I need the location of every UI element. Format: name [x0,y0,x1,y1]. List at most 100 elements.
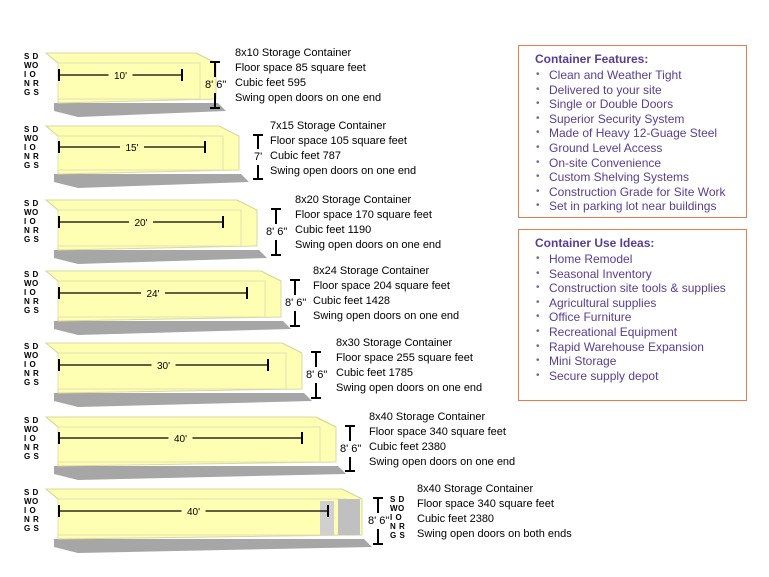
doors-label-line: WO [24,134,39,143]
container-spec-line: Floor space 204 square feet [313,280,450,292]
height-label: 7' [254,151,263,163]
use-ideas-item: Mini Storage [535,354,746,369]
doors-label-line: WO [24,425,39,434]
height-line [214,93,216,109]
doors-label-line: WO [24,497,39,506]
container-drawing: 30' [44,342,312,407]
use-ideas-item: Construction site tools & supplies [535,281,746,296]
container-floor [54,539,372,553]
length-label-bg [151,359,176,371]
container-spec-line: Swing open doors on one end [235,92,382,104]
container-edge [260,270,282,282]
doors-label-line: S D [24,199,39,208]
features-item: Single or Double Doors [535,97,746,112]
container-spec-line: Floor space 105 square feet [270,135,407,147]
doors-label-line: S D [24,416,39,425]
features-item: Clean and Weather Tight [535,68,746,83]
doors-label-line: S D [24,342,39,351]
container-drawing: 24' [44,270,291,335]
features-item: Made of Heavy 12-Guage Steel [535,126,746,141]
features-item: Construction Grade for Site Work [535,185,746,200]
height-line [349,456,351,472]
doors-label-line: G S [24,306,40,315]
height-line [257,165,259,180]
container-drawing: 10' [44,52,226,117]
features-item: On-site Convenience [535,156,746,171]
doors-label-line: N R [24,443,40,452]
doors-label-line: I O [24,143,37,152]
doors-label-line: I O [24,70,37,79]
container-title: 8x24 Storage Container [313,265,430,277]
container-edge [45,125,59,137]
height-line [294,279,296,295]
length-label-bg [141,287,165,299]
container-title: 8x40 Storage Container [369,411,486,423]
features-list: Clean and Weather TightDelivered to your… [535,68,746,214]
use-ideas-item: Home Remodel [535,252,746,267]
container-edge [281,342,303,354]
length-label: 40' [174,434,187,445]
container-floor [54,174,249,188]
container-spec-line: Swing open doors on both ends [417,528,572,540]
doors-label-line: N R [24,515,40,524]
container-spec-line: Cubic feet 2380 [369,441,447,453]
doors-label-line: WO [24,351,39,360]
container-edge [341,488,363,500]
use-ideas-item: Secure supply depot [535,369,746,384]
height-dimension: 8' 6" [285,279,307,327]
height-cap [253,178,263,180]
container-spec-line: Cubic feet 787 [270,150,341,162]
container-spec-line: Floor space 340 square feet [369,426,506,438]
features-title: Container Features: [535,52,649,66]
height-line [275,240,277,256]
length-label-bg [129,216,153,228]
container-floor [54,103,226,117]
doors-label-line: G S [24,378,40,387]
height-label: 8' 6" [285,297,307,309]
height-label: 8' 6" [340,442,362,455]
container-edge [45,270,59,282]
doors-label-line: I O [24,217,37,226]
height-label: 8' 6" [205,79,227,91]
doors-label-line: WO [24,208,39,217]
doors-label-line: I O [24,360,37,369]
container-drawing: 40' [44,416,346,480]
height-dimension: 8' 6" [266,208,288,256]
features-item: Custom Shelving Systems [535,170,746,185]
height-line [214,61,216,77]
doors-label-line: I O [24,434,37,443]
features-item: Set in parking lot near buildings [535,199,746,214]
length-label: 15' [125,143,138,154]
container-title: 8x10 Storage Container [235,47,352,59]
end-door [320,501,334,535]
container-edge [45,342,59,354]
use-ideas-item: Agricultural supplies [535,296,746,311]
use-ideas-title: Container Use Ideas: [535,236,655,250]
container-edge [218,125,240,137]
length-label: 24' [146,289,159,300]
height-cap [311,397,321,399]
end-door [338,499,360,535]
features-item: Delivered to your site [535,83,746,98]
container-edge [45,52,59,64]
container-title: 8x30 Storage Container [336,337,453,349]
container-title: 8x20 Storage Container [295,194,412,206]
doors-label-line: S D [390,495,405,504]
height-label: 8' 6" [306,369,328,381]
height-cap [345,470,355,472]
container-spec-line: Swing open doors on one end [295,239,442,251]
use-ideas-item: Office Furniture [535,310,746,325]
height-dimension: 8' 6" [306,351,328,399]
doors-label-line: G S [24,524,40,533]
container-spec-line: Swing open doors on one end [369,456,516,468]
doors-label-line: WO [24,61,39,70]
